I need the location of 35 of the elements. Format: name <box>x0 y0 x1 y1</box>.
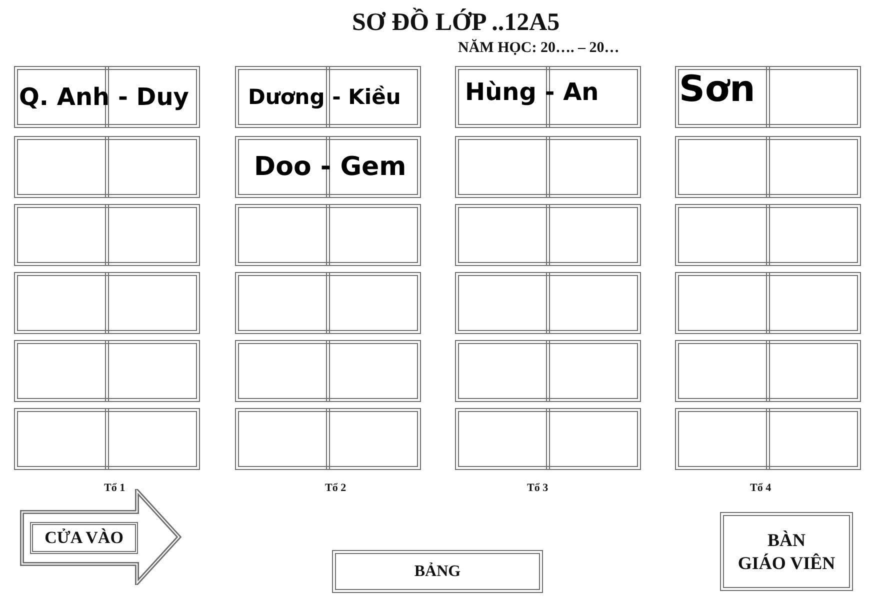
student-desk <box>235 340 421 402</box>
student-desk <box>455 136 641 198</box>
student-desk <box>235 272 421 334</box>
student-desk <box>235 204 421 266</box>
student-desk <box>14 408 200 470</box>
student-desk <box>675 136 861 198</box>
student-names: Dương - Kiều <box>248 86 401 108</box>
student-desk <box>235 136 421 198</box>
teacher-desk: BÀN GIÁO VIÊN <box>720 512 853 591</box>
student-desk <box>675 204 861 266</box>
group-label: Tổ 3 <box>527 482 548 494</box>
student-desk <box>235 408 421 470</box>
student-names: Sơn <box>679 72 756 108</box>
diagram-title: SƠ ĐỒ LỚP ..12A5 <box>352 9 560 36</box>
group-label: Tổ 1 <box>104 482 126 494</box>
student-desk <box>14 66 200 128</box>
student-desk <box>235 66 421 128</box>
group-label: Tổ 2 <box>325 482 346 494</box>
student-desk <box>675 66 861 128</box>
student-desk <box>14 272 200 334</box>
school-year-line: NĂM HỌC: 20…. – 20… <box>458 40 620 56</box>
student-desk <box>675 340 861 402</box>
student-desk <box>14 340 200 402</box>
student-desk <box>14 204 200 266</box>
student-desk <box>455 272 641 334</box>
group-label: Tổ 4 <box>750 482 772 494</box>
student-desk <box>675 408 861 470</box>
student-desk <box>14 136 200 198</box>
student-desk <box>455 408 641 470</box>
student-desk <box>455 66 641 128</box>
student-desk <box>455 204 641 266</box>
blackboard: BẢNG <box>332 550 543 593</box>
entrance-sign: CỬA VÀO <box>30 522 138 554</box>
student-desk <box>675 272 861 334</box>
student-desk <box>455 340 641 402</box>
